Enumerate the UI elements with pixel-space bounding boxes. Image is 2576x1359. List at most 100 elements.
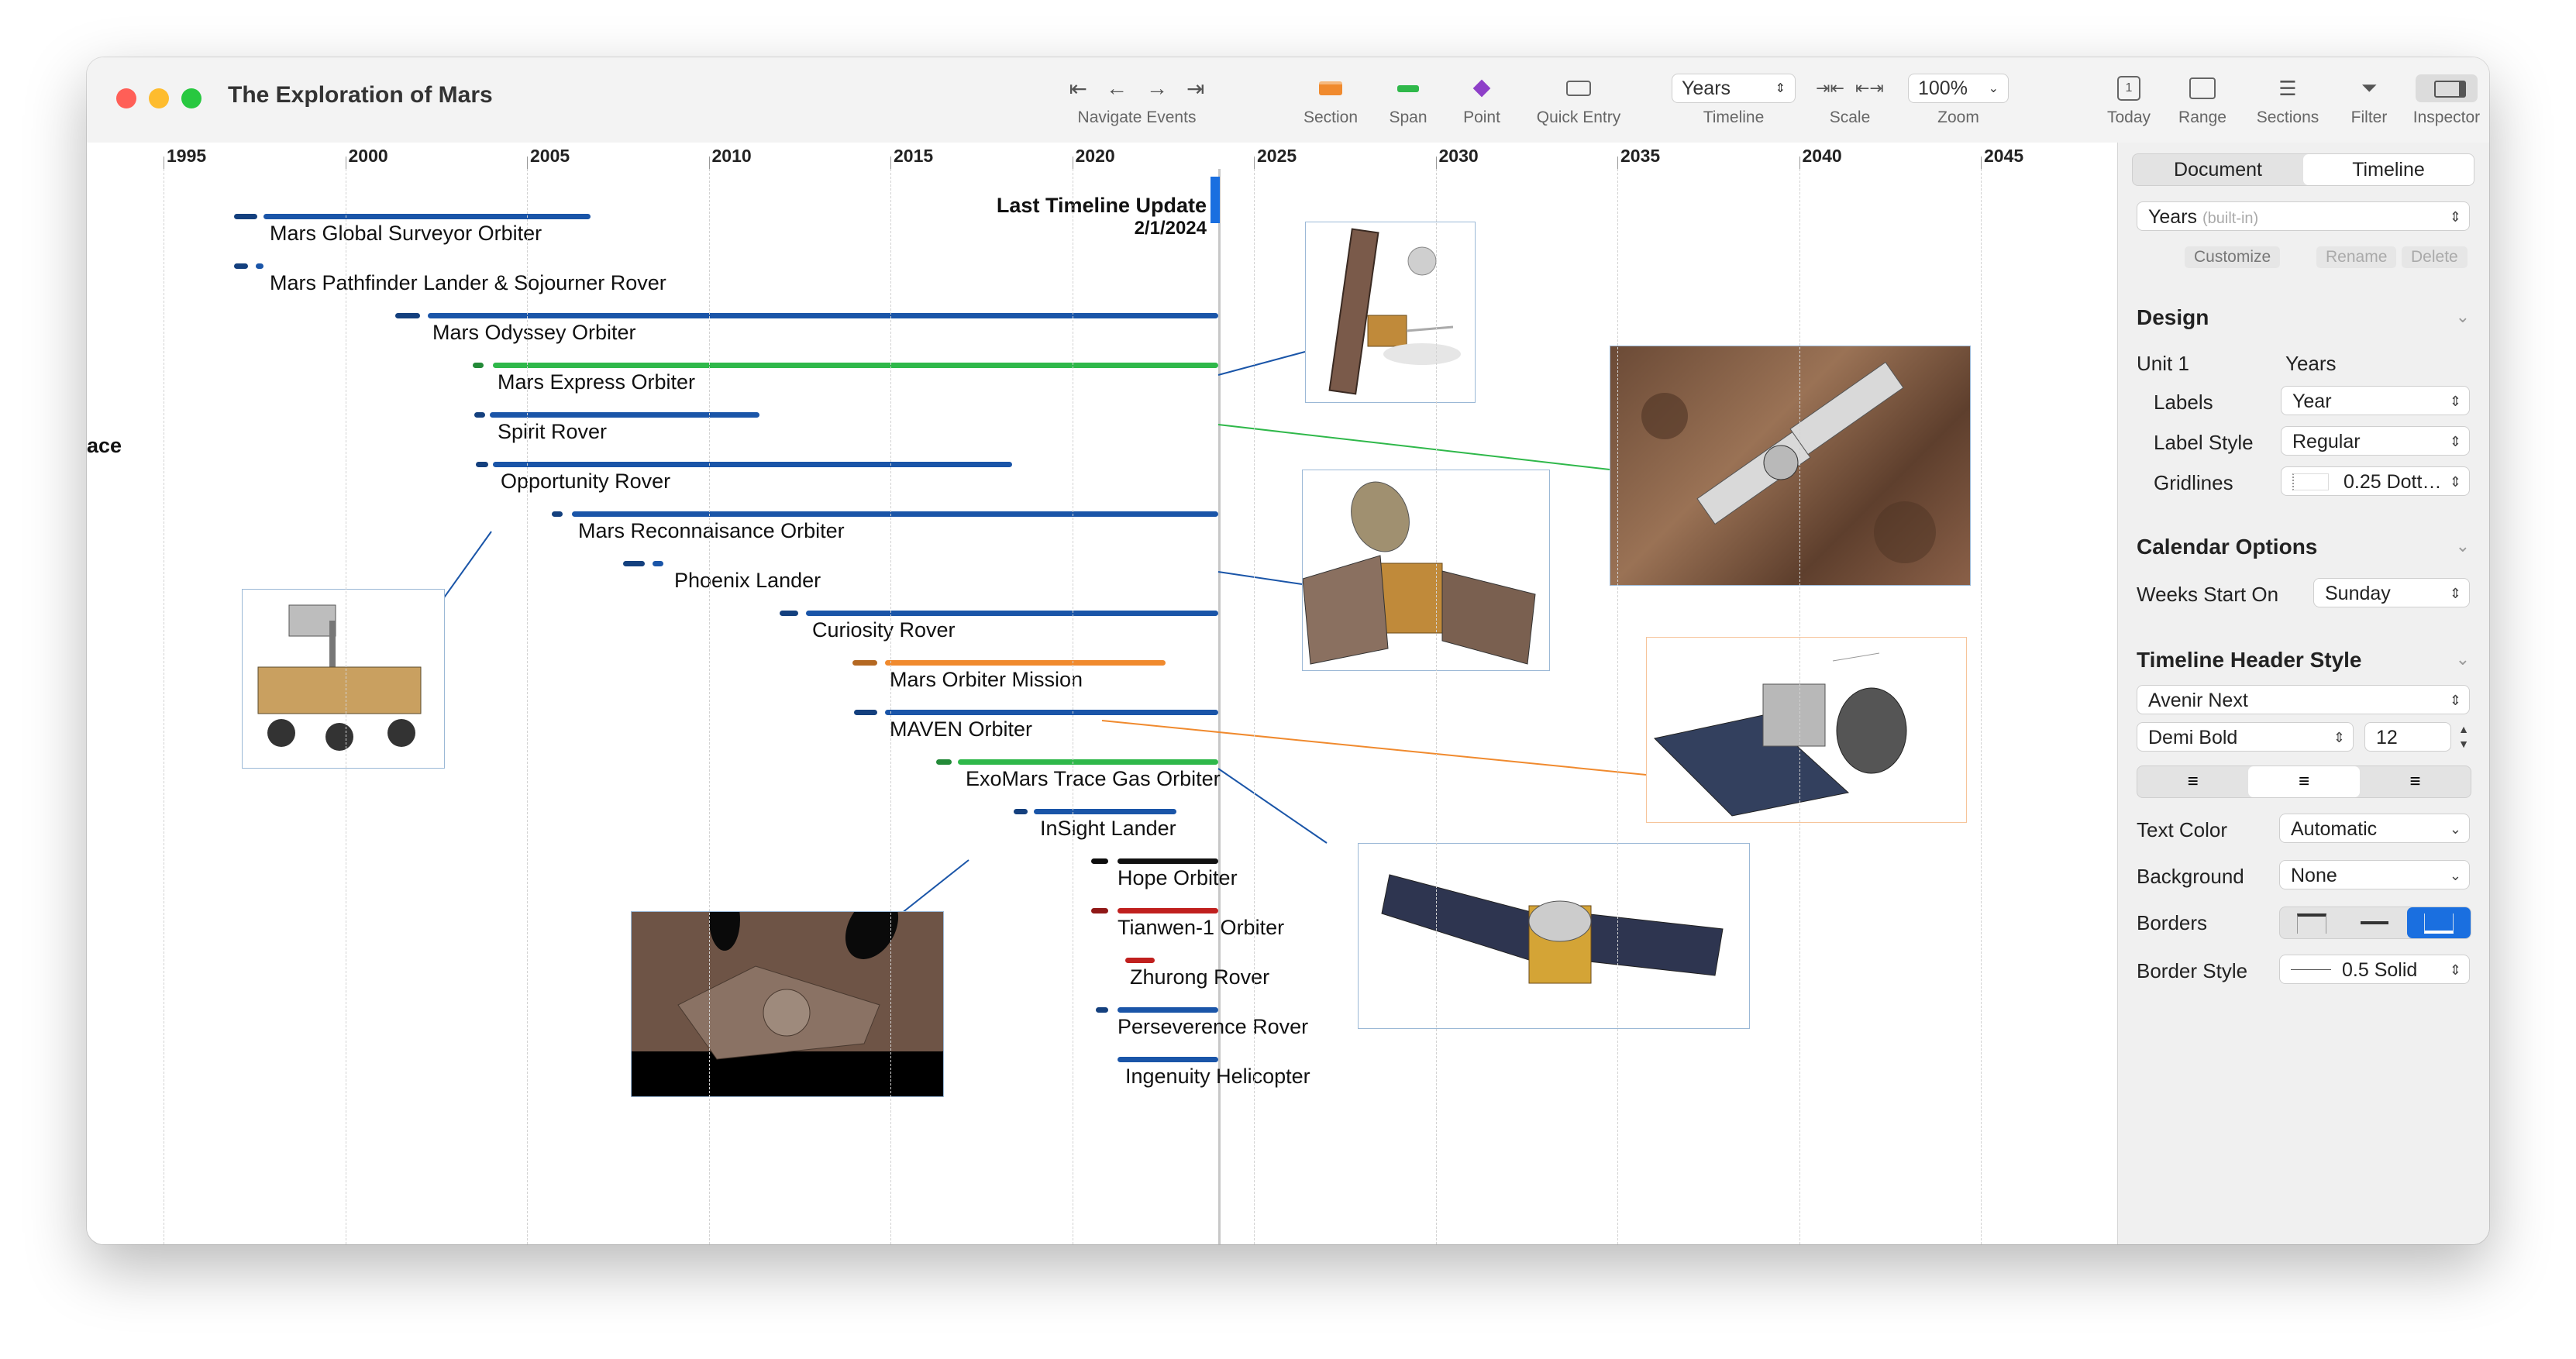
design-heading[interactable]: Design [2137,305,2209,329]
labels-select[interactable]: Year⇕ [2281,386,2470,415]
background-select[interactable]: None⌄ [2279,860,2470,889]
event-label[interactable]: Curiosity Rover [812,618,956,642]
border-style-select[interactable]: 0.5 Solid⇕ [2279,955,2470,984]
event-span-bar[interactable] [572,511,1218,517]
rename-button[interactable]: Rename [2316,246,2397,268]
event-span-bar[interactable] [493,363,1218,368]
event-label[interactable]: Mars Express Orbiter [498,370,696,394]
event-label[interactable]: Mars Pathfinder Lander & Sojourner Rover [270,271,666,294]
mars-odyssey-image[interactable] [1305,222,1476,403]
sections-button[interactable]: ☰ Sections [2249,71,2326,127]
scale-expand-icon[interactable]: ⇤⇥ [1855,78,1884,98]
event-span-bar[interactable] [234,214,257,219]
event-span-bar[interactable] [1091,908,1108,913]
zoom-popup[interactable]: 100%⌄ [1908,74,2009,103]
event-label[interactable]: ExoMars Trace Gas Orbiter [966,767,1221,790]
event-span-bar[interactable] [1118,908,1218,913]
event-label[interactable]: Opportunity Rover [501,470,671,493]
event-span-bar[interactable] [493,462,1012,467]
quick-entry-button[interactable]: Quick Entry [1520,71,1637,127]
last-event-icon[interactable]: ⇥ [1186,76,1205,101]
event-label[interactable]: Mars Global Surveyor Orbiter [270,222,542,245]
maven-image[interactable] [1358,843,1750,1029]
event-span-bar[interactable] [958,759,1218,765]
event-label[interactable]: Hope Orbiter [1118,866,1238,889]
event-label[interactable]: Perseverence Rover [1118,1015,1309,1038]
event-span-bar[interactable] [885,710,1218,715]
event-label[interactable]: Zhurong Rover [1130,965,1270,989]
today-button[interactable]: 1 Today [2098,71,2160,127]
inspector-button[interactable]: Inspector [2408,71,2485,127]
mars-express-image[interactable] [1610,346,1971,586]
event-label[interactable]: Spirit Rover [498,420,608,443]
event-label[interactable]: Tianwen-1 Orbiter [1118,916,1285,939]
chevron-down-icon[interactable]: ⌄ [2455,536,2470,556]
zoom-window-button[interactable] [181,88,201,108]
border-middle-icon[interactable] [2344,907,2407,938]
event-span-bar[interactable] [653,561,663,566]
align-left-icon[interactable]: ≡ [2187,771,2199,792]
mars-orbiter-mission-image[interactable] [1646,637,1967,823]
font-family-select[interactable]: Avenir Next⇕ [2137,685,2470,714]
event-span-bar[interactable] [256,263,263,269]
event-span-bar[interactable] [885,660,1166,666]
delete-button[interactable]: Delete [2402,246,2468,268]
gridlines-select[interactable]: 0.25 Dott…⇕ [2281,466,2470,496]
event-span-bar[interactable] [474,412,485,418]
event-span-bar[interactable] [623,561,645,566]
weeks-start-select[interactable]: Sunday⇕ [2313,578,2470,607]
section-label-fragment[interactable]: ace [87,434,122,457]
calendar-options-heading[interactable]: Calendar Options [2137,535,2318,559]
close-window-button[interactable] [116,88,136,108]
event-span-bar[interactable] [1118,1057,1218,1062]
event-span-bar[interactable] [552,511,563,517]
timeline-type-select[interactable]: Years (built-in) ⇕ [2137,201,2470,231]
event-span-bar[interactable] [806,611,1218,616]
text-color-select[interactable]: Automatic⌄ [2279,814,2470,843]
event-span-bar[interactable] [1125,958,1155,963]
event-label[interactable]: Mars Orbiter Mission [890,668,1083,691]
event-label[interactable]: Mars Reconnaisance Orbiter [578,519,845,542]
event-span-bar[interactable] [473,363,484,368]
event-span-bar[interactable] [852,660,877,666]
event-label[interactable]: MAVEN Orbiter [890,717,1033,741]
timeline-popup[interactable]: Years⇕ [1672,74,1796,103]
mro-image[interactable] [1302,470,1550,671]
font-size-field[interactable]: 12 [2364,722,2451,752]
event-label[interactable]: Phoenix Lander [674,569,821,592]
event-span-bar[interactable] [263,214,591,219]
timeline-canvas[interactable]: Last Timeline Update 2/1/2024 ace Mars G… [87,169,2117,1244]
first-event-icon[interactable]: ⇤ [1069,76,1087,101]
chevron-down-icon[interactable]: ⌄ [2455,649,2470,669]
filter-button[interactable]: ⏷ Filter [2338,71,2400,127]
event-span-bar[interactable] [1014,809,1028,814]
event-label[interactable]: InSight Lander [1040,817,1176,840]
customize-button[interactable]: Customize [2185,246,2281,268]
insight-lander-image[interactable] [631,911,944,1097]
event-span-bar[interactable] [476,462,488,467]
timeline-header-style-heading[interactable]: Timeline Header Style [2137,648,2362,672]
event-label[interactable]: Mars Odyssey Orbiter [432,321,636,344]
tab-document[interactable]: Document [2174,159,2262,181]
event-span-bar[interactable] [234,263,248,269]
opportunity-rover-image[interactable] [242,589,445,769]
font-weight-select[interactable]: Demi Bold⇕ [2137,722,2354,752]
scale-shrink-icon[interactable]: ⇥⇤ [1816,78,1844,98]
event-span-bar[interactable] [1118,1007,1218,1013]
range-button[interactable]: Range [2171,71,2233,127]
event-span-bar[interactable] [428,313,1218,318]
tab-timeline[interactable]: Timeline [2303,154,2474,185]
event-span-bar[interactable] [1091,858,1108,864]
last-update-marker[interactable] [1211,177,1220,223]
border-bottom-icon[interactable] [2407,907,2471,938]
minimize-window-button[interactable] [149,88,169,108]
align-right-icon[interactable]: ≡ [2409,771,2421,792]
event-span-bar[interactable] [1034,809,1176,814]
next-event-icon[interactable]: → [1146,76,1168,100]
event-span-bar[interactable] [1118,858,1218,864]
border-top-icon[interactable] [2280,907,2344,938]
span-button[interactable]: Span [1373,71,1443,127]
section-button[interactable]: Section [1288,71,1373,127]
event-span-bar[interactable] [854,710,877,715]
